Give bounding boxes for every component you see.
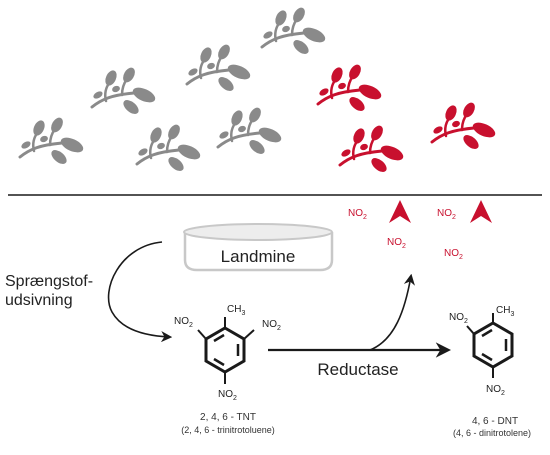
plant-icon xyxy=(338,122,407,177)
no2-label: NO2 xyxy=(444,248,463,261)
ch3-label: CH3 xyxy=(496,305,514,318)
no2-label: NO2 xyxy=(437,208,456,221)
dnt-name: 4, 6 - DNT xyxy=(472,416,518,427)
tnt-name: 2, 4, 6 - TNT xyxy=(200,412,256,423)
plant-icon xyxy=(90,64,159,119)
reductase-label: Reductase xyxy=(317,360,398,379)
no2-label: NO2 xyxy=(486,384,505,397)
benzene-ring-icon xyxy=(472,321,514,369)
no2-label: NO2 xyxy=(449,312,468,325)
release-arrow xyxy=(369,273,415,351)
plant-icon xyxy=(316,61,385,116)
tnt-molecule: CH3 NO2 NO2 NO2 2, 4, 6 - TNT (2, 4, 6 -… xyxy=(174,304,281,435)
benzene-ring-icon xyxy=(204,326,246,374)
arrowhead-icon xyxy=(389,200,411,223)
no2-label: NO2 xyxy=(387,237,406,250)
arrowhead-icon xyxy=(470,200,492,223)
dnt-full-name: (4, 6 - dinitrotolene) xyxy=(453,428,531,438)
no2-label: NO2 xyxy=(218,389,237,402)
tnt-full-name: (2, 4, 6 - trinitrotoluene) xyxy=(181,425,275,435)
plant-icon xyxy=(135,121,204,176)
no2-label: NO2 xyxy=(262,319,281,332)
leaching-label-line1: Sprængstof- xyxy=(5,273,93,290)
no2-label: NO2 xyxy=(348,208,367,221)
plant-icon xyxy=(216,104,285,159)
plant-icon xyxy=(260,4,329,59)
landmine: Landmine xyxy=(183,223,334,272)
no2-label: NO2 xyxy=(174,316,193,329)
plant-icon xyxy=(430,99,499,154)
landmine-label: Landmine xyxy=(221,247,296,266)
leaching-arrow xyxy=(107,241,173,343)
dnt-molecule: CH3 NO2 NO2 4, 6 - DNT (4, 6 - dinitroto… xyxy=(449,305,531,438)
plant-icon xyxy=(18,114,87,169)
leaching-label-line2: udsivning xyxy=(5,292,73,309)
plant-icon xyxy=(185,41,254,96)
ch3-label: CH3 xyxy=(227,304,245,317)
